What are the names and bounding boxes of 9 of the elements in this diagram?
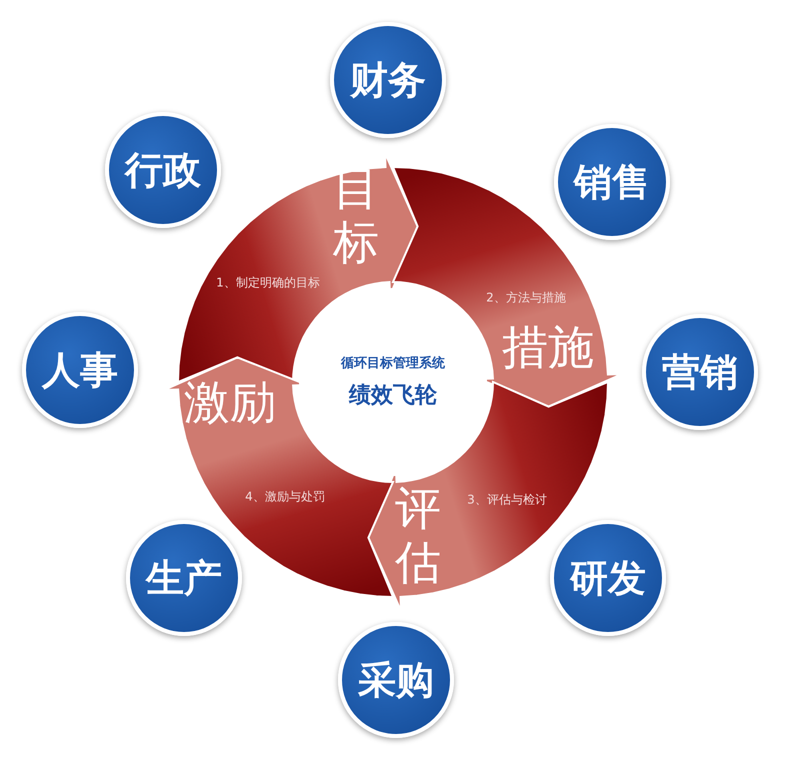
center-title: 绩效飞轮 [349, 382, 437, 410]
step-text: 2、方法与措施 [486, 290, 566, 306]
step-text: 4、激励与处罚 [245, 488, 325, 506]
subtitle: 循环目标管理系统 [341, 354, 445, 372]
segment-title: 措施 [502, 320, 594, 374]
segment-title: 激励 [184, 375, 276, 429]
step-text: 3、评估与检讨 [467, 492, 547, 508]
segment-title: 评估 [394, 481, 442, 589]
step-text: 1、制定明确的目标 [216, 274, 320, 292]
